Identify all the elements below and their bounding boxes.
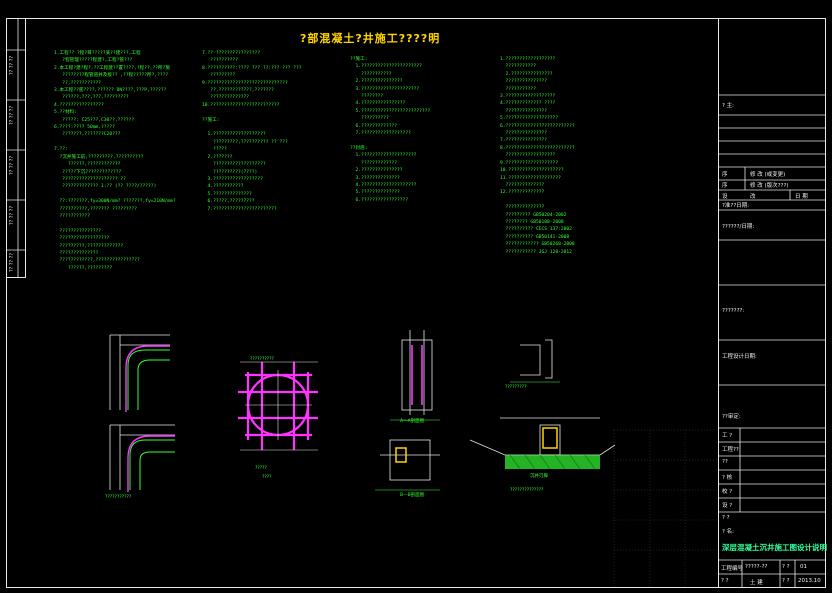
tb-sign-3: ??	[722, 459, 728, 465]
caption-foundation-note: ??????????????	[510, 488, 544, 493]
caption-section-bb: B—B剖面图	[400, 493, 425, 498]
tb-job-no: ?????-??	[745, 564, 768, 570]
tb-rev-head-2: 改	[750, 194, 756, 200]
tb-sign-6: 设 ?	[722, 503, 733, 509]
left-strip	[6, 18, 26, 278]
tb-sign-2: 工程??	[722, 447, 739, 453]
notes-column-2: 7.?? ???????????????? ?????????? 8.?????…	[202, 51, 302, 212]
caption-clip-detail: ?????????	[505, 385, 527, 390]
drawing-title: ?部混凝土?井施工????明	[300, 32, 441, 45]
tb-job-no-label: 工程编号	[721, 566, 744, 572]
tb-rev-1-no: 序	[722, 172, 728, 178]
tb-sign-1: 工 ?	[722, 433, 733, 439]
notes-column-4: 1.?????????????????? ??????????? 2.?????…	[500, 57, 575, 255]
tb-rev-1-desc: 修 改 (或变更)	[750, 172, 786, 178]
tb-approval-date: ?准??日期:	[722, 203, 750, 209]
caption-section-aa: A—A剖面图	[400, 419, 425, 424]
tb-discipline: 土 建	[750, 580, 763, 586]
caption-cutting-edge: 沉井刃脚	[530, 474, 548, 479]
tb-drawing-name-label: ? 名:	[722, 529, 735, 535]
tb-owner: ? 主:	[722, 103, 735, 109]
tb-rev-2-no: 序	[722, 183, 728, 189]
tb-date: 2013.10	[798, 578, 821, 584]
tb-drawing-name: 深层混凝土沉井施工图设计说明	[722, 543, 827, 552]
tb-sign-4: ? 核	[722, 475, 733, 481]
tb-rev-head-date: 日 期	[795, 194, 808, 200]
tb-sheet-no: 01	[800, 564, 807, 570]
tb-date-label: ? ?	[782, 578, 790, 584]
caption-corner-detail: ???????????	[105, 495, 132, 500]
caption-ring-note: ????	[262, 475, 272, 480]
tb-sign-5: 校 ?	[722, 489, 733, 495]
tb-sign-7: ? ?	[722, 515, 730, 521]
caption-plan-detail: ?????	[255, 466, 267, 471]
title-block	[718, 18, 826, 588]
tb-rev-head-1: 设	[722, 194, 728, 200]
tb-check-date: ??????/日期:	[722, 224, 755, 230]
tb-sheet-label: ? ?	[782, 564, 790, 570]
notes-column-1: 1.工程?? ?程?目?????某??建???,工程 ?程管理?????程建?,…	[54, 51, 176, 271]
tb-design-date: 工程设计日期:	[722, 354, 757, 360]
caption-plan-label: ??????????	[250, 357, 274, 362]
tb-cert: ???????:	[722, 308, 745, 314]
tb-discipline-label: ? ?	[721, 578, 729, 584]
tb-rev-2-desc: 修 改 (版次???)	[750, 183, 789, 189]
tb-final-review: ??审定:	[722, 414, 741, 420]
notes-column-3: ??施工: 1.?????????????????????? ?????????…	[350, 57, 431, 203]
